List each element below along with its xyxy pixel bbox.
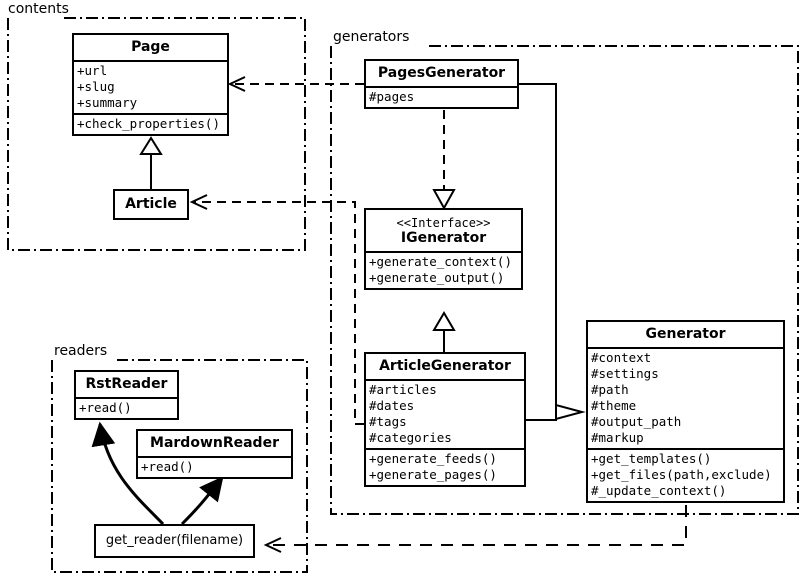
attribute-row: #path: [591, 382, 629, 397]
class-box-mardownreader[interactable]: MardownReader +read(): [136, 429, 293, 479]
operation-row: +read(): [79, 400, 132, 415]
class-attributes-page: +url +slug +summary: [74, 60, 227, 113]
class-name-igenerator: IGenerator: [400, 230, 487, 246]
class-title-page: Page: [131, 39, 170, 55]
attribute-row: #theme: [591, 398, 637, 413]
attribute-row: #settings: [591, 366, 659, 381]
attribute-row: #categories: [369, 430, 452, 445]
operation-row: +generate_context(): [369, 254, 512, 269]
package-label-contents: contents: [6, 1, 71, 17]
package-label-readers: readers: [52, 343, 110, 359]
package-border-readers: [51, 359, 308, 573]
class-operations-rstreader: +read(): [76, 397, 177, 418]
operation-row: +get_files(path,exclude): [591, 467, 772, 482]
operation-row: +check_properties(): [77, 116, 220, 131]
class-box-get-reader[interactable]: get_reader(filename): [94, 524, 255, 558]
class-title-pagesgenerator: PagesGenerator: [377, 65, 506, 81]
attribute-row: #tags: [369, 414, 407, 429]
class-box-generator[interactable]: Generator #context #settings #path #them…: [586, 320, 785, 503]
relation-articlegenerator-igenerator: [432, 311, 456, 352]
attribute-row: #dates: [369, 398, 415, 413]
operation-row: +generate_output(): [369, 270, 505, 285]
function-label-get-reader: get_reader(filename): [105, 533, 244, 548]
class-operations-articlegenerator: +generate_feeds() +generate_pages(): [366, 448, 524, 485]
package-border-contents: [7, 17, 306, 251]
operation-row: +generate_feeds(): [369, 451, 497, 466]
class-attributes-generator: #context #settings #path #theme #output_…: [588, 347, 783, 448]
attribute-row: +summary: [77, 95, 138, 110]
relation-generator-getreader: [263, 505, 687, 553]
class-box-article[interactable]: Article: [113, 189, 189, 220]
class-title-igenerator: <<Interface>> IGenerator: [366, 210, 521, 251]
class-operations-page: +check_properties(): [74, 113, 227, 134]
relation-generators-to-generator: [519, 83, 586, 421]
operation-row: #_update_context(): [591, 483, 727, 498]
class-title-rstreader: RstReader: [85, 376, 168, 392]
relation-article-page: [139, 136, 163, 190]
class-attributes-articlegenerator: #articles #dates #tags #categories: [366, 379, 524, 448]
class-title-articlegenerator: ArticleGenerator: [379, 358, 511, 374]
class-title-generator: Generator: [645, 326, 726, 342]
operation-row: +get_templates(): [591, 451, 712, 466]
class-title-article: Article: [125, 196, 177, 212]
package-label-generators: generators: [331, 29, 412, 45]
class-operations-generator: +get_templates() +get_files(path,exclude…: [588, 448, 783, 501]
attribute-row: +slug: [77, 79, 115, 94]
relation-getreader-rstreader: [91, 421, 165, 526]
operation-row: +generate_pages(): [369, 467, 497, 482]
class-box-articlegenerator[interactable]: ArticleGenerator #articles #dates #tags …: [364, 352, 526, 487]
class-operations-igenerator: +generate_context() +generate_output(): [366, 251, 521, 288]
attribute-row: #pages: [369, 89, 415, 104]
attribute-row: #markup: [591, 430, 644, 445]
attribute-row: #context: [591, 350, 652, 365]
class-stereotype-igenerator: <<Interface>>: [396, 216, 491, 230]
package-border-generators: [330, 45, 799, 515]
relation-pagesgenerator-page: [227, 76, 364, 92]
attribute-row: +url: [77, 63, 108, 78]
operation-row: +read(): [141, 459, 194, 474]
relation-pagesgenerator-igenerator: [432, 110, 456, 211]
attribute-row: #articles: [369, 382, 437, 397]
class-attributes-pagesgenerator: #pages: [366, 86, 517, 107]
attribute-row: #output_path: [591, 414, 682, 429]
class-box-igenerator[interactable]: <<Interface>> IGenerator +generate_conte…: [364, 208, 523, 290]
class-box-rstreader[interactable]: RstReader +read(): [74, 370, 179, 420]
class-box-page[interactable]: Page +url +slug +summary +check_properti…: [72, 33, 229, 136]
class-operations-mardownreader: +read(): [138, 456, 291, 477]
class-box-pagesgenerator[interactable]: PagesGenerator #pages: [364, 59, 519, 109]
relation-articlegenerator-article: [189, 194, 364, 425]
relation-getreader-mardownreader: [180, 476, 224, 526]
class-title-mardownreader: MardownReader: [150, 435, 279, 451]
